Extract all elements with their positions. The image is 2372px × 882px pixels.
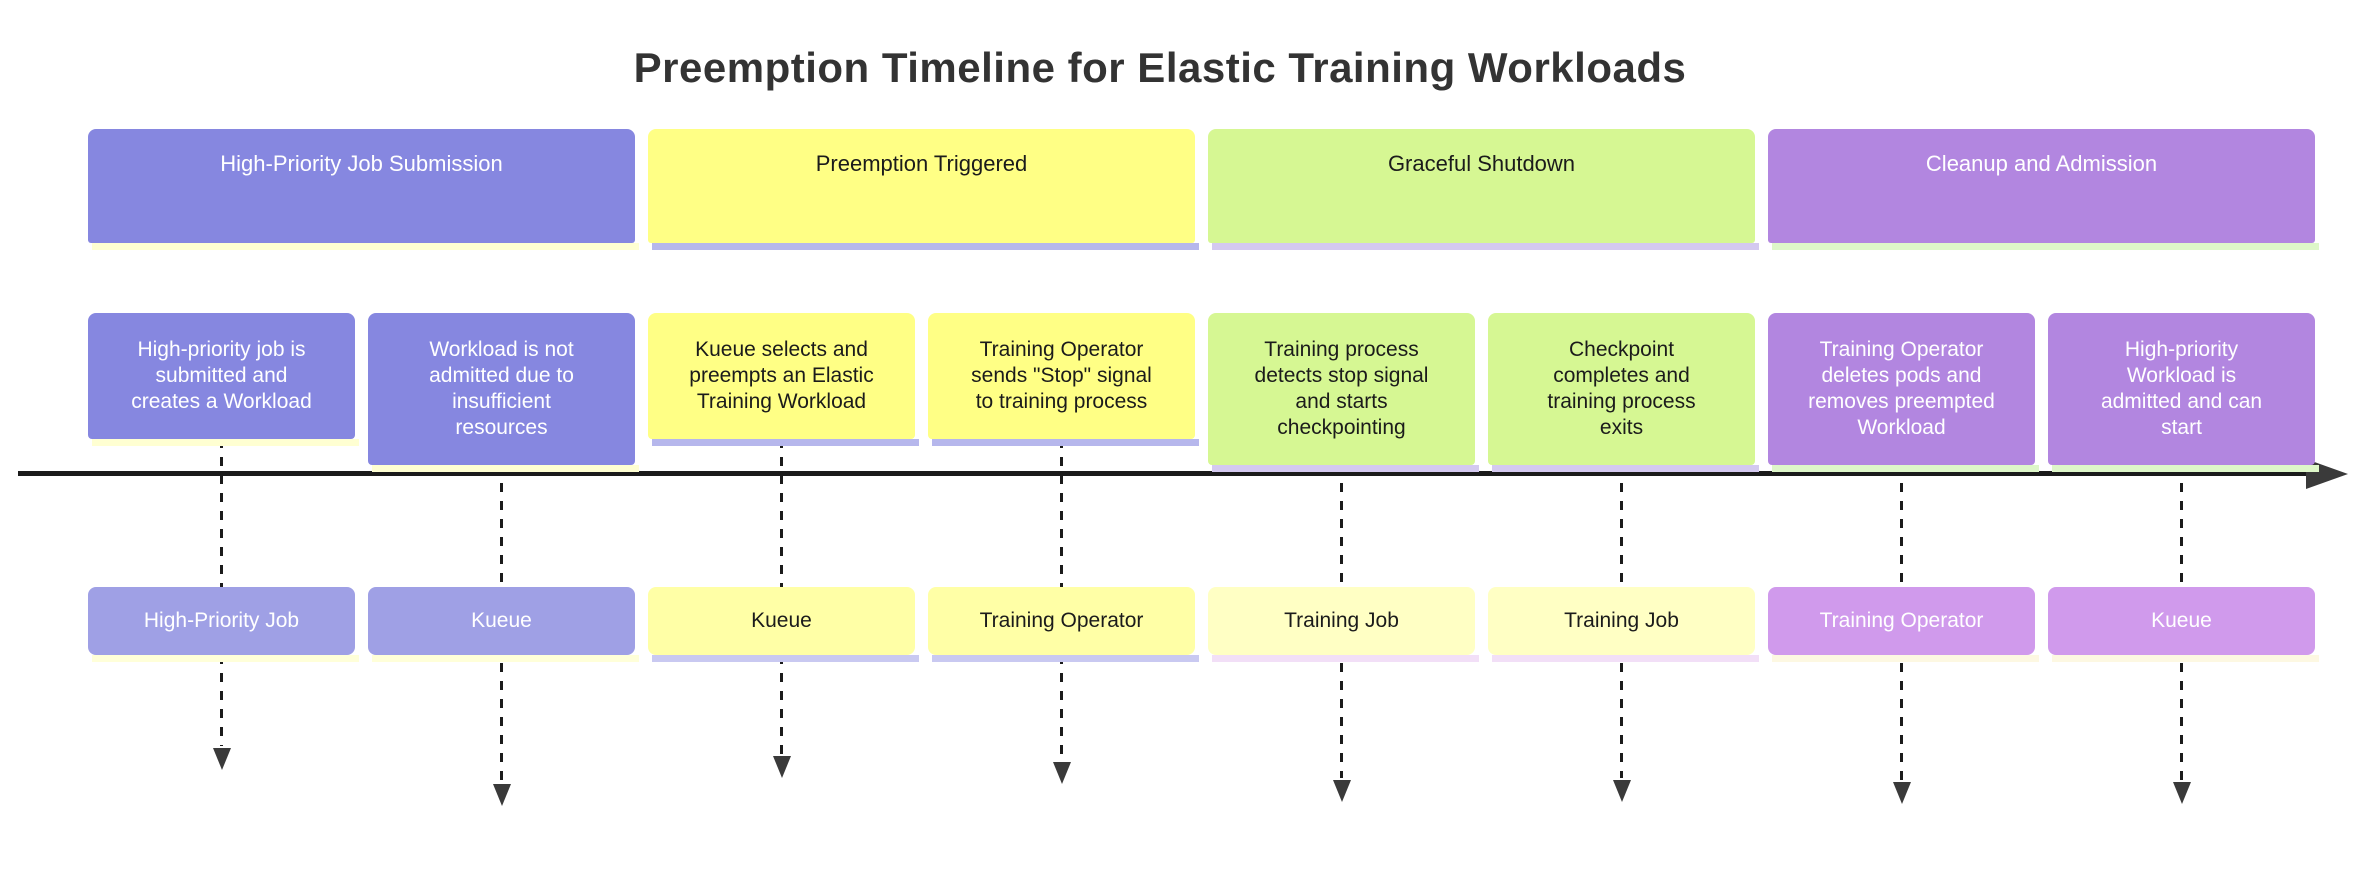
down-arrowhead-icon	[1892, 782, 1911, 804]
event-text-line: Checkpoint	[1568, 338, 1675, 361]
event-box: Training Operator sends "Stop" signal to t…	[928, 313, 1195, 439]
phase-header-shadow	[652, 243, 1199, 250]
event-text-line: High-priority job is	[137, 338, 306, 361]
event-text-line: Workload	[1857, 416, 1946, 439]
event-box: High-priority job is submitted and creates…	[88, 313, 355, 439]
phase-header: High-Priority Job Submission	[88, 129, 635, 243]
actor-label: Kueue	[471, 609, 532, 632]
event-text: Training Operator sends "Stop" signal to t…	[971, 337, 1152, 415]
event-text-line: Kueue selects and	[695, 338, 868, 361]
phase-header: Graceful Shutdown	[1208, 129, 1755, 243]
down-arrowhead-icon	[492, 784, 511, 806]
down-arrowhead-icon	[1612, 780, 1631, 802]
event-text-line: to training process	[975, 390, 1148, 413]
down-arrowhead-icon	[2172, 782, 2191, 804]
actor-box: Training Operator	[1768, 587, 2035, 655]
event-text-line: submitted and	[155, 364, 288, 387]
event-box-shadow	[1212, 465, 1479, 472]
event-box: Workload is not admitted due to insufficie…	[368, 313, 635, 465]
down-arrowhead-icon	[772, 756, 791, 778]
event-text-line: checkpointing	[1277, 416, 1406, 439]
phase-header: Cleanup and Admission	[1768, 129, 2315, 243]
actor-box-shadow	[2052, 655, 2319, 662]
event-text-line: and starts	[1295, 390, 1388, 413]
event-text: Training process detects stop signal and s…	[1255, 337, 1429, 441]
actor-label: Kueue	[751, 609, 812, 632]
phase-header-shadow	[1212, 243, 1759, 250]
event-box: Training Operator deletes pods and removes…	[1768, 313, 2035, 465]
actor-label: Training Job	[1564, 609, 1679, 632]
phase-header: Preemption Triggered	[648, 129, 1195, 243]
actor-box: Training Job	[1488, 587, 1755, 655]
actor-box: High-Priority Job	[88, 587, 355, 655]
event-text-line: insufficient	[452, 390, 551, 413]
actor-box-shadow	[92, 655, 359, 662]
phase-header-shadow	[92, 243, 639, 250]
event-box-shadow	[932, 439, 1199, 446]
event-text-line: Training Operator	[979, 338, 1144, 361]
phase-header-label: High-Priority Job Submission	[220, 151, 503, 176]
event-box-shadow	[1492, 465, 1759, 472]
event-text: Training Operator deletes pods and removes…	[1808, 337, 1995, 441]
actor-label: Training Operator	[1819, 609, 1984, 632]
actor-box-shadow	[1772, 655, 2039, 662]
diagram-title: Preemption Timeline for Elastic Training…	[633, 44, 1687, 91]
event-text-line: Training Workload	[696, 390, 867, 413]
event-text-line: start	[2161, 416, 2202, 439]
actor-box: Kueue	[648, 587, 915, 655]
down-arrowhead-icon	[1332, 780, 1351, 802]
phase-header-label: Preemption Triggered	[815, 151, 1028, 176]
down-arrowhead-icon	[212, 748, 231, 770]
actor-box: Kueue	[2048, 587, 2315, 655]
actor-box: Training Job	[1208, 587, 1475, 655]
event-text-line: sends "Stop" signal	[971, 364, 1152, 387]
phase-header-label: Graceful Shutdown	[1387, 151, 1576, 176]
event-box: Checkpoint completes and training process e…	[1488, 313, 1755, 465]
event-text: Workload is not admitted due to insufficie…	[429, 337, 574, 441]
event-text-line: resources	[455, 416, 548, 439]
event-text-line: admitted and can	[2100, 390, 2263, 413]
event-box-shadow	[372, 465, 639, 472]
event-text: Checkpoint completes and training process e…	[1547, 337, 1695, 441]
actor-box: Training Operator	[928, 587, 1195, 655]
actor-label: Training Job	[1284, 609, 1399, 632]
actor-box-shadow	[932, 655, 1199, 662]
phase-header-shadow	[1772, 243, 2319, 250]
event-box-shadow	[1772, 465, 2039, 472]
event-text: High-priority job is submitted and creates…	[131, 337, 312, 415]
actor-label: High-Priority Job	[143, 609, 300, 632]
event-text-line: admitted due to	[429, 364, 574, 387]
actor-box-shadow	[1212, 655, 1479, 662]
event-text-line: training process	[1547, 390, 1696, 413]
timeline-axis	[18, 471, 2306, 476]
event-text-line: High-priority	[2124, 338, 2239, 361]
event-text-line: exits	[1599, 416, 1644, 439]
event-text-line: creates a Workload	[131, 390, 312, 413]
actor-box-shadow	[372, 655, 639, 662]
event-text-line: deletes pods and	[1821, 364, 1982, 387]
event-box: Training process detects stop signal and s…	[1208, 313, 1475, 465]
event-text-line: completes and	[1553, 364, 1690, 387]
event-text-line: removes preempted	[1808, 390, 1995, 413]
event-text-line: Training process	[1264, 338, 1419, 361]
actor-box: Kueue	[368, 587, 635, 655]
actor-label: Kueue	[2151, 609, 2212, 632]
event-box-shadow	[652, 439, 919, 446]
event-text-line: Workload is not	[429, 338, 574, 361]
actor-box-shadow	[1492, 655, 1759, 662]
phase-header-label: Cleanup and Admission	[1925, 151, 2158, 176]
down-arrowhead-icon	[1052, 762, 1071, 784]
event-text-line: preempts an Elastic	[689, 364, 874, 387]
event-text-line: Training Operator	[1819, 338, 1984, 361]
event-box-shadow	[2052, 465, 2319, 472]
actor-label: Training Operator	[979, 609, 1144, 632]
event-text-line: Workload is	[2126, 364, 2237, 387]
event-box-shadow	[92, 439, 359, 446]
actor-box-shadow	[652, 655, 919, 662]
event-text-line: detects stop signal	[1254, 364, 1429, 387]
